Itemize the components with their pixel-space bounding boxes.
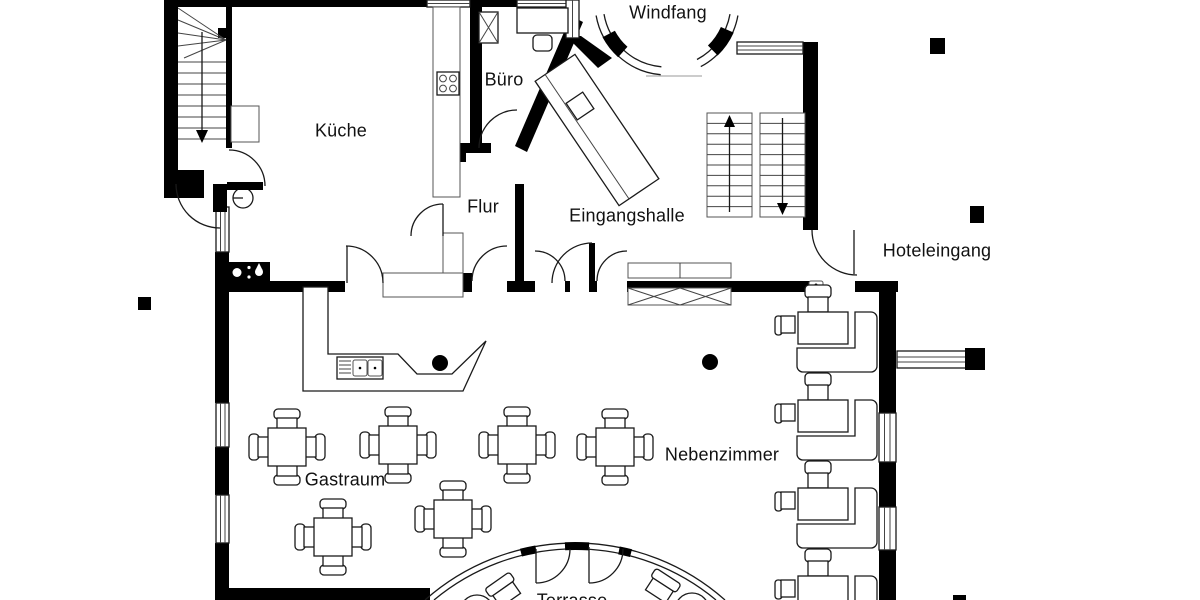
window [215,206,230,253]
room-label-buero: Büro [484,69,524,90]
booth-seating [774,548,878,600]
terrace-door-left [535,548,571,584]
dining-tables [248,406,654,576]
door-gastraum-double-left [534,250,566,282]
reception-monitor [565,91,595,121]
kitchen-cabinet [230,105,260,143]
coat-cabinet [627,262,732,306]
room-label-kueche: Küche [314,120,368,141]
wc-counter [228,262,270,283]
booth-seating [774,372,878,461]
square-post [930,38,945,54]
door-exterior-left [175,183,227,229]
window-terrace-screen [896,348,985,370]
spiral-staircase [177,7,227,143]
room-label-eingangshalle: Eingangshalle [569,205,685,226]
bar-sink [336,356,384,380]
window [215,494,230,544]
kitchen-counter [432,6,461,198]
dining-table [359,406,437,484]
pillars [138,38,984,600]
dining-table [414,480,492,558]
windfang-vestibule [595,13,739,77]
square-post [138,297,151,310]
square-post [970,206,984,223]
door-gastraum-double-right [596,250,628,282]
dining-table [294,498,372,576]
door-hotel-entrance [811,229,858,276]
door-kitchen-gastraum [345,245,384,284]
terrace-chair [485,572,522,600]
door-hall-gastraum-west [471,245,508,282]
hall-staircase-up [706,112,753,218]
stair-arrow-down-icon [777,203,788,215]
square-post [953,595,966,600]
door-flur-gastraum [551,242,595,284]
room-label-nebenzimmer: Nebenzimmer [664,444,780,465]
room-label-hoteleingang: Hoteleingang [882,240,992,261]
window [878,506,897,551]
door-stair-kitchen [227,149,266,190]
office-chair [532,34,553,52]
dining-table [576,408,654,486]
service-pass-counter [382,232,464,298]
terrace-door-right [588,547,624,584]
bar-counter [302,286,487,392]
room-label-flur: Flur [467,196,499,217]
terrace-chair [644,568,681,600]
dining-table [478,406,556,484]
stair-arrow-up-icon [724,115,735,127]
hall-staircase-down [759,112,806,218]
booth-seating-column [774,284,878,600]
terrace-table [464,594,490,600]
window [736,41,804,55]
installation-shaft [478,11,499,44]
round-pillar [432,355,448,371]
round-pillar [702,354,718,370]
doors [175,109,858,284]
door-closer-icon [232,187,254,209]
window [878,412,897,463]
window [215,402,230,448]
reception-desk [534,53,660,207]
room-label-windfang: Windfang [629,2,707,23]
door-office-flur [478,109,518,149]
terrace-bay [424,541,726,600]
booth-seating [774,284,878,373]
walls [164,0,898,600]
door-kitchen-flur [410,203,444,237]
windows [215,0,985,551]
stair-arrow-down-icon [196,130,208,143]
booth-seating [774,460,878,549]
kitchen-stove [436,71,460,96]
window [516,0,568,8]
window [426,0,471,8]
dining-table [248,408,326,486]
room-label-terrasse: Terrasse [537,591,608,600]
office-desk [516,7,569,34]
room-label-gastraum: Gastraum [304,469,386,490]
terrace-table [677,592,707,600]
